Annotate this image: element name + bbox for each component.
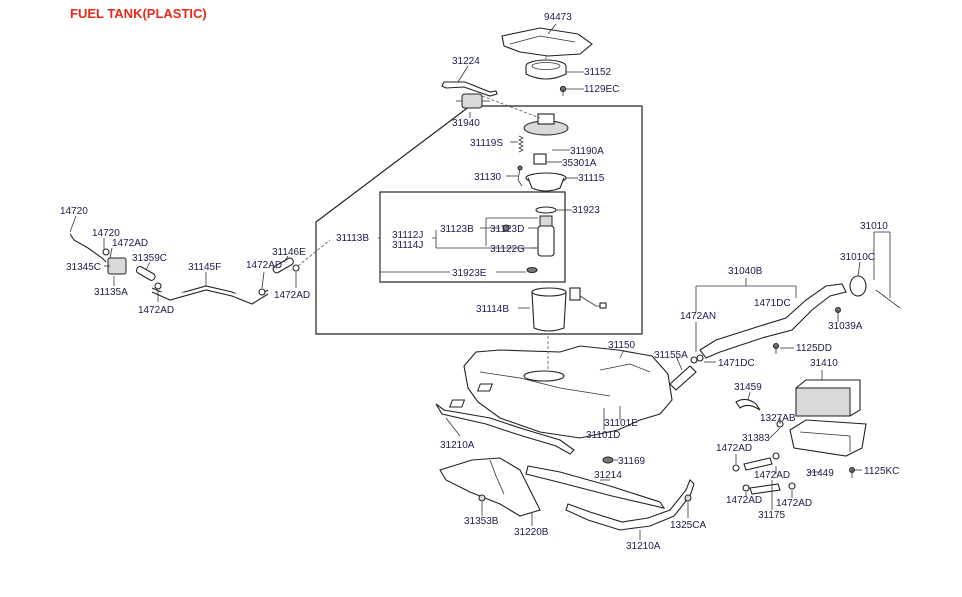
fuel-filter (461, 93, 483, 109)
label-1472ad-4: 1472AD (138, 305, 174, 316)
diagram-title: FUEL TANK(PLASTIC) (70, 6, 207, 21)
pump-cover-plate (501, 27, 593, 57)
hose-31359c (135, 265, 156, 281)
label-31923: 31923 (572, 205, 600, 216)
label-1472ad-1: 1472AD (112, 238, 148, 249)
vent-hose-31459 (735, 398, 761, 411)
label-14720-a: 14720 (60, 206, 88, 217)
label-31114b: 31114B (476, 304, 509, 315)
label-31130: 31130 (474, 172, 502, 183)
label-31214: 31214 (594, 470, 622, 481)
label-31169: 31169 (618, 456, 646, 467)
label-31345c: 31345C (66, 262, 101, 273)
spring (518, 135, 524, 153)
label-31923e: 31923E (452, 268, 487, 279)
label-31150: 31150 (608, 340, 636, 351)
label-35301a: 35301A (562, 158, 597, 169)
label-1472an: 1472AN (680, 311, 716, 322)
label-1471dc-2: 1471DC (718, 358, 755, 369)
label-31449: 31449 (806, 468, 834, 479)
filler-hose-31155a (669, 365, 697, 391)
label-1472ad-3: 1472AD (274, 290, 310, 301)
label-31135a: 31135A (94, 287, 128, 298)
label-31112j: 31112J (392, 230, 423, 241)
label-31155a: 31155A (654, 350, 688, 361)
label-1472ad-5: 1472AD (716, 443, 752, 454)
label-1472ad-8: 1472AD (776, 498, 812, 509)
label-31383: 31383 (742, 433, 770, 444)
label-31190a: 31190A (570, 146, 604, 157)
label-31101d: 31101D (586, 430, 620, 441)
tank-band-31210a-right (565, 479, 695, 531)
pump-bolt (502, 224, 510, 232)
fuel-pump (537, 225, 555, 257)
label-31039a: 31039A (828, 321, 863, 332)
label-31410: 31410 (810, 358, 838, 369)
hose-31146e (272, 257, 294, 274)
label-31359c: 31359C (132, 253, 167, 264)
hose-31175 (743, 457, 773, 471)
fuel-pump-motor (539, 215, 553, 227)
label-31145f: 31145F (188, 262, 221, 273)
o-ring (535, 206, 557, 214)
tank-band-31210a-left (435, 403, 575, 455)
label-94473: 94473 (544, 12, 572, 23)
label-1327ab: 1327AB (760, 413, 796, 424)
label-31459: 31459 (734, 382, 762, 393)
label-31119s: 31119S (470, 138, 503, 149)
label-1125kc: 1125KC (864, 466, 899, 477)
label-31114j: 31114J (392, 240, 423, 251)
label-31115: 31115 (578, 173, 605, 184)
label-31010c: 31010C (840, 252, 875, 263)
label-31146e: 31146E (272, 247, 306, 258)
label-1472ad-2: 1472AD (246, 260, 282, 271)
label-31220b: 31220B (514, 527, 549, 538)
washer-31169 (602, 456, 614, 464)
label-31940: 31940 (452, 118, 480, 129)
label-31123d: 31123D (490, 224, 524, 235)
label-1129ec: 1129EC (584, 84, 619, 95)
label-1472ad-7: 1472AD (726, 495, 762, 506)
canister-bracket (789, 419, 867, 457)
label-31210a-1: 31210A (440, 440, 475, 451)
label-31122g: 31122G (490, 244, 525, 255)
pump-strainer-seal (526, 267, 538, 273)
label-1125dd: 1125DD (796, 343, 832, 354)
label-31353b: 31353B (464, 516, 499, 527)
label-31123b: 31123B (440, 224, 474, 235)
sender-float (569, 287, 581, 301)
vent-valve (107, 257, 127, 275)
fuel-sender (533, 153, 547, 165)
vent-hose-left (69, 233, 107, 263)
label-14720-b: 14720 (92, 228, 120, 239)
label-31040b: 31040B (728, 266, 763, 277)
label-31101e: 31101E (604, 418, 638, 429)
label-31175: 31175 (758, 510, 786, 521)
label-1471dc-1: 1471DC (754, 298, 791, 309)
label-31224: 31224 (452, 56, 480, 67)
pump-reservoir (531, 291, 567, 332)
label-31210a-2: 31210A (626, 541, 661, 552)
pump-assembly-frame (315, 105, 643, 335)
filler-neck-31040b (699, 283, 847, 359)
label-31152: 31152 (584, 67, 612, 78)
label-1472ad-6: 1472AD (754, 470, 790, 481)
filler-cap (849, 275, 867, 297)
label-31010: 31010 (860, 221, 888, 232)
tank-protector-31220b (439, 457, 541, 517)
heat-protector-31214 (525, 465, 666, 509)
ground-wire (517, 167, 523, 187)
label-1325ca: 1325CA (670, 520, 706, 531)
filter-hose (441, 81, 498, 97)
label-31113b: 31113B (336, 233, 369, 244)
